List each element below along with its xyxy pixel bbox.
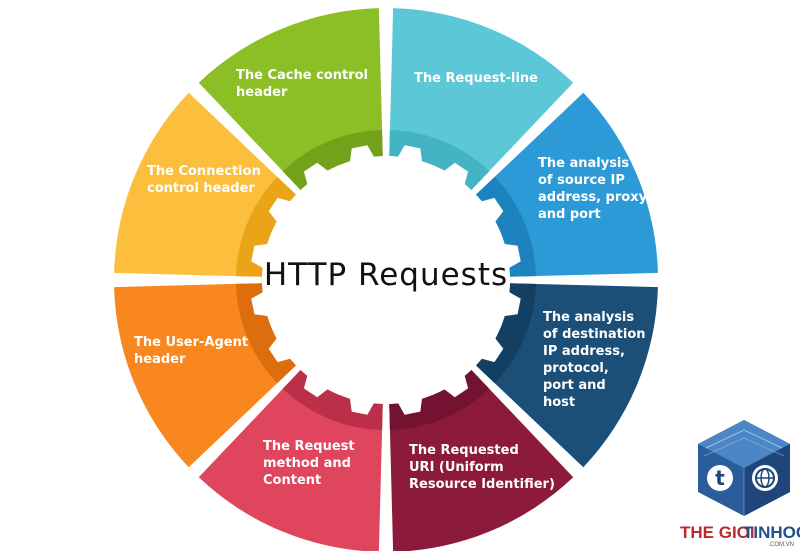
brand-name-part2: TINHOC	[743, 523, 800, 542]
brand-logo: t THE GIOI TINHOC .COM.VN	[680, 420, 800, 548]
cube-logo-icon: t	[698, 420, 790, 516]
brand-domain: .COM.VN	[768, 542, 794, 548]
brand-name-part1: THE GIOI	[680, 523, 755, 542]
svg-text:t: t	[715, 466, 725, 490]
center-title: HTTP Requests	[264, 257, 508, 293]
center-circle	[262, 156, 510, 404]
center-hub	[251, 145, 521, 415]
segment-label-request-line: The Request-line	[414, 71, 538, 86]
